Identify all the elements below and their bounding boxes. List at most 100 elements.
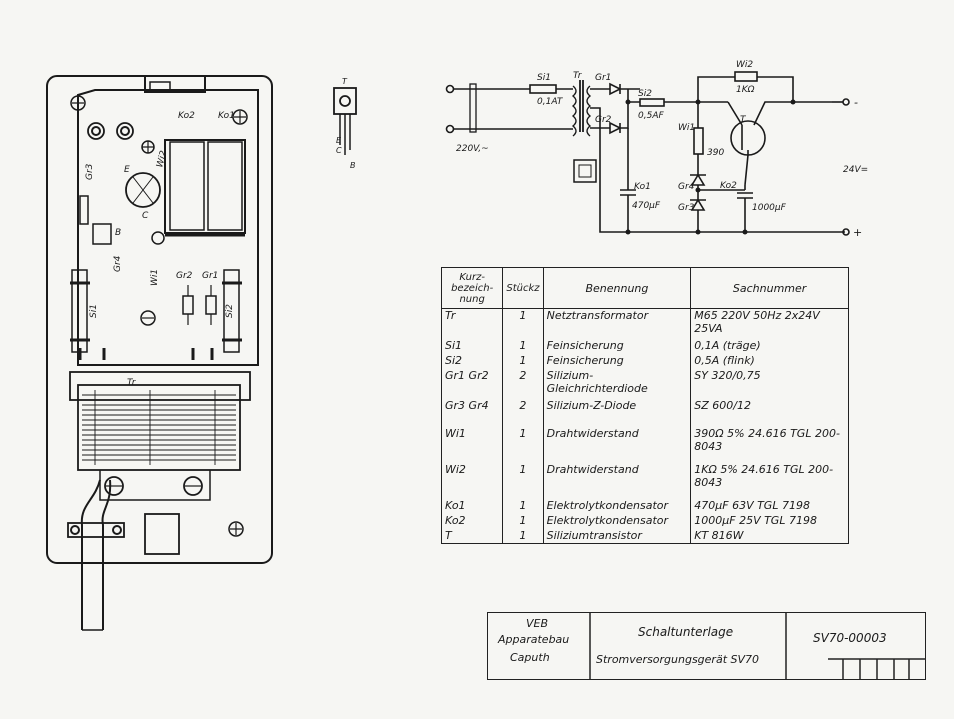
cell-ref: Wi2 <box>440 462 504 499</box>
label-wi1: Wi1 <box>150 269 160 286</box>
cell-name: Silizium-Gleichrichterdiode <box>542 368 692 399</box>
sch-output-voltage: 24V= <box>843 165 868 175</box>
label-ko1: Ko1 <box>218 111 235 121</box>
circuit-board <box>77 89 259 366</box>
cell-part: 0,1A (träge) <box>690 338 849 354</box>
sch-t: T <box>740 115 747 125</box>
title-block: VEB Apparatebau Caputh Schaltunterlage S… <box>487 612 926 680</box>
col-header-ref: Kurz-bezeich-nung <box>440 267 504 309</box>
parts-header-row: Kurz-bezeich-nung Stückz Benennung Sachn… <box>440 267 849 309</box>
cell-name: Feinsicherung <box>542 353 692 369</box>
cell-part: SY 320/0,75 <box>690 368 849 399</box>
cell-name: Silizium-Z-Diode <box>542 398 692 427</box>
cell-part: 470µF 63V TGL 7198 <box>690 498 849 514</box>
capacitor-block <box>164 139 246 234</box>
document-type: Schaltunterlage <box>638 625 734 639</box>
label-gr1: Gr1 <box>202 271 218 281</box>
cell-name: Drahtwiderstand <box>542 462 692 499</box>
cell-name: Elektrolytkondensator <box>542 513 692 529</box>
cell-qty: 1 <box>502 462 544 499</box>
parts-list-table: Kurz-bezeich-nung Stückz Benennung Sachn… <box>440 267 849 544</box>
sch-ko2-value: 1000µF <box>752 203 787 213</box>
cell-name: Drahtwiderstand <box>542 426 692 463</box>
label-gr2: Gr2 <box>176 271 193 281</box>
sch-gr3: Gr3 <box>678 203 695 213</box>
col-header-part: Sachnummer <box>690 267 849 309</box>
sch-gr1: Gr1 <box>595 73 611 83</box>
label-gr3: Gr3 <box>85 163 95 180</box>
cell-qty: 1 <box>502 528 544 544</box>
cell-qty: 2 <box>502 368 544 399</box>
sch-gr2: Gr2 <box>595 115 612 125</box>
label-c: C <box>142 211 149 221</box>
cell-ref: Wi1 <box>440 426 504 463</box>
cell-ref: Ko1 <box>440 498 504 514</box>
label-tr: Tr <box>127 378 137 388</box>
title-block-grid <box>589 613 925 679</box>
sch-ko1-value: 470µF <box>632 201 661 211</box>
label-ko2: Ko2 <box>178 111 195 121</box>
cell-qty: 1 <box>502 498 544 514</box>
pinout-b: B <box>350 161 356 170</box>
sch-wi1: Wi1 <box>678 123 695 133</box>
sch-ko1: Ko1 <box>634 182 651 192</box>
cell-ref: Si2 <box>440 353 504 369</box>
cell-qty: 1 <box>502 513 544 529</box>
sch-si2: Si2 <box>638 89 652 99</box>
label-gr4: Gr4 <box>113 255 123 272</box>
cell-ref: T <box>440 528 504 544</box>
sch-input-voltage: 220V,~ <box>456 144 489 154</box>
cell-name: Elektrolytkondensator <box>542 498 692 514</box>
sch-si2-value: 0,5AF <box>638 111 664 121</box>
pinout-c: C <box>336 146 342 155</box>
company-line-1: VEB <box>526 617 549 630</box>
document-number: SV70-00003 <box>813 631 887 645</box>
label-b: B <box>115 228 121 238</box>
sch-wi2-value: 1KΩ <box>736 85 755 95</box>
cell-qty: 1 <box>502 308 544 339</box>
sch-wi2: Wi2 <box>736 60 753 70</box>
company-line-3: Caputh <box>510 651 550 664</box>
cell-qty: 1 <box>502 426 544 463</box>
cell-part: 0,5A (flink) <box>690 353 849 369</box>
cell-ref: Tr <box>440 308 504 339</box>
sch-ko2: Ko2 <box>720 181 737 191</box>
sch-si1-value: 0,1AT <box>537 97 564 107</box>
cell-ref: Si1 <box>440 338 504 354</box>
label-e: E <box>124 165 130 175</box>
sch-terminal-plus: + <box>853 226 862 239</box>
company-line-2: Apparatebau <box>498 633 570 646</box>
cell-qty: 1 <box>502 338 544 354</box>
transformer-core <box>77 384 241 471</box>
sch-gr4: Gr4 <box>678 182 695 192</box>
sch-terminal-minus: - <box>854 96 858 109</box>
pinout-t: T <box>342 77 348 86</box>
cell-part: SZ 600/12 <box>690 398 849 427</box>
cell-part: 1KΩ 5% 24.616 TGL 200-8043 <box>690 462 849 499</box>
cell-ref: Ko2 <box>440 513 504 529</box>
col-header-qty: Stückz <box>502 267 544 309</box>
cell-name: Netztransformator <box>542 308 692 339</box>
cell-part: 390Ω 5% 24.616 TGL 200-8043 <box>690 426 849 463</box>
pinout-e: E <box>336 136 342 145</box>
label-si1: Si1 <box>89 304 99 318</box>
schematic-transistor <box>730 120 766 156</box>
cell-ref: Gr1 Gr2 <box>440 368 504 399</box>
cell-name: Feinsicherung <box>542 338 692 354</box>
housing-outline <box>46 75 273 564</box>
sch-tr: Tr <box>573 71 583 81</box>
sch-si1: Si1 <box>537 73 551 83</box>
cell-qty: 2 <box>502 398 544 427</box>
label-si2: Si2 <box>225 304 235 318</box>
